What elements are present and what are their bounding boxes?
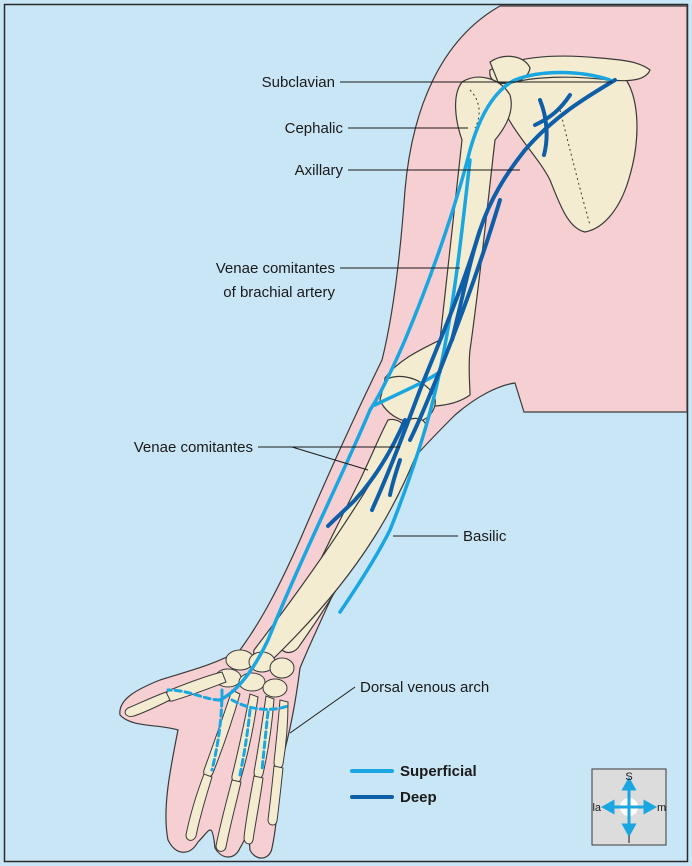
compass-top-label: S xyxy=(625,771,632,783)
label-cephalic: Cephalic xyxy=(285,120,344,137)
legend-superficial-label: Superficial xyxy=(400,763,477,780)
label-basilic: Basilic xyxy=(463,528,507,545)
compass-bottom-label: I xyxy=(627,834,630,846)
compass-left-label: la xyxy=(592,802,601,814)
compass-right-label: m xyxy=(657,802,666,814)
label-dorsal-venous-arch: Dorsal venous arch xyxy=(360,679,489,696)
orientation-compass: S I la m xyxy=(592,769,666,846)
label-brachial-line2: of brachial artery xyxy=(223,284,335,301)
label-subclavian: Subclavian xyxy=(262,74,335,91)
label-brachial-line1: Venae comitantes xyxy=(216,260,335,277)
label-axillary: Axillary xyxy=(295,162,344,179)
legend-deep-label: Deep xyxy=(400,789,437,806)
label-venae-comitantes: Venae comitantes xyxy=(134,439,253,456)
